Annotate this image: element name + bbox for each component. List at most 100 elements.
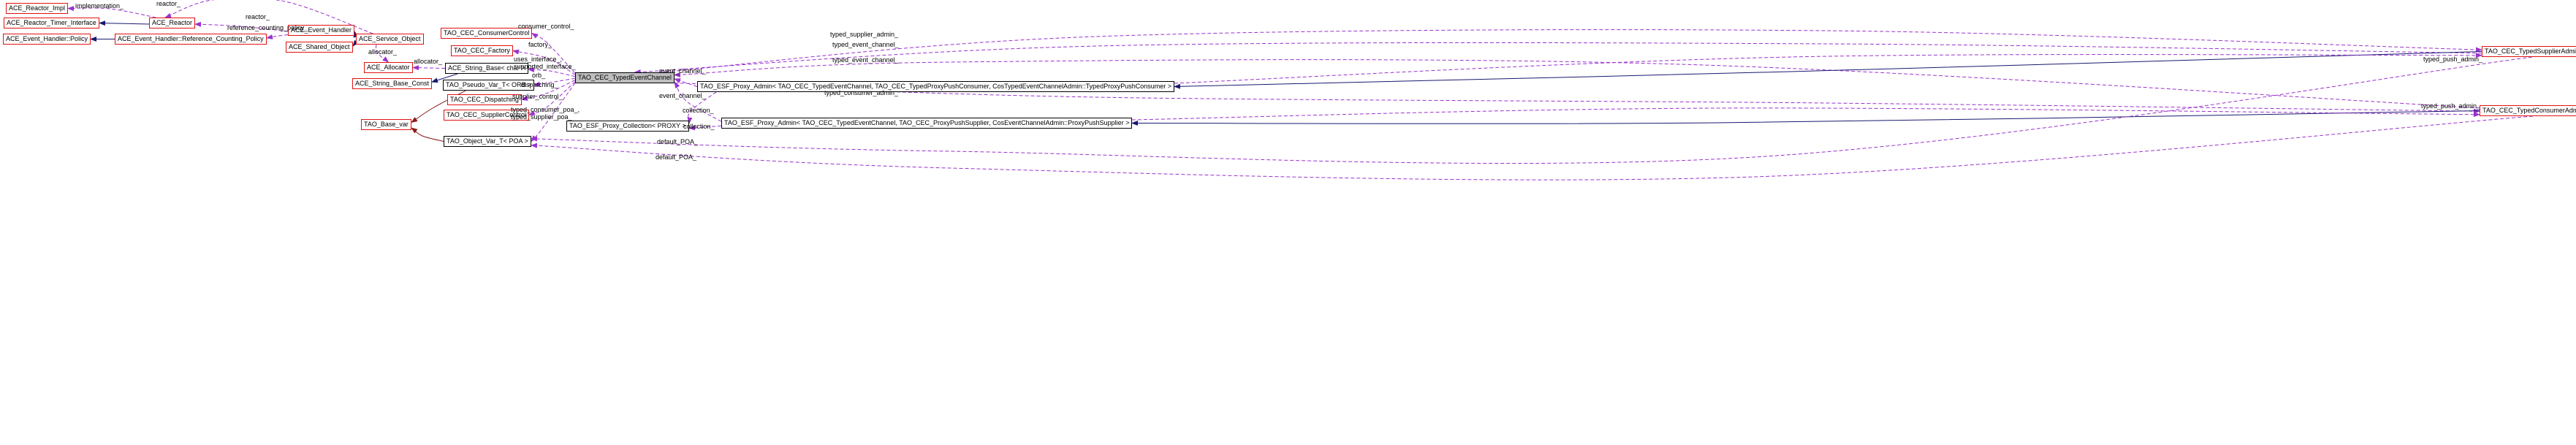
edge-label-line: allocator_ bbox=[368, 48, 398, 56]
node-ace_shared_object[interactable]: ACE_Shared_Object bbox=[286, 42, 353, 53]
edge-label-line: factory_ bbox=[528, 41, 552, 48]
node-tao_cec_factory[interactable]: TAO_CEC_Factory bbox=[451, 45, 513, 56]
node-typed_supplier_admin[interactable]: TAO_CEC_TypedSupplierAdmin bbox=[2482, 46, 2576, 57]
edge-label-typed-consumer-poa: typed_consumer_poa_,typed_supplier_poa_ bbox=[511, 106, 580, 121]
edge-label-allocator: allocator_ bbox=[414, 58, 442, 65]
node-esf_collection[interactable]: TAO_ESF_Proxy_Collection< PROXY > bbox=[566, 121, 689, 132]
edge-reactor bbox=[194, 21, 289, 32]
edge-label-line: uses_interface_, bbox=[514, 56, 563, 63]
edge-label-line: implementation_ bbox=[75, 2, 124, 9]
node-ec[interactable]: TAO_CEC_TypedEventChannel bbox=[575, 72, 675, 83]
edge-supplier-control bbox=[528, 81, 576, 115]
edge-typed-push-admin bbox=[1174, 53, 2482, 84]
node-tao_cec_supplier_control[interactable]: TAO_CEC_SupplierControl bbox=[444, 110, 529, 121]
edge-inheritance-7 bbox=[352, 39, 359, 47]
edge-dispatching bbox=[521, 80, 576, 101]
edge-label-line: consumer_control_ bbox=[518, 23, 574, 30]
edge-typed-supplier-admin bbox=[659, 29, 2482, 73]
edge-label-orb: orb_ bbox=[532, 72, 545, 79]
node-typed_consumer_admin[interactable]: TAO_CEC_TypedConsumerAdmin bbox=[2480, 105, 2576, 116]
edge-allocator bbox=[375, 44, 390, 63]
edge-factory bbox=[512, 49, 576, 75]
node-ace_service_object[interactable]: ACE_Service_Object bbox=[356, 34, 424, 45]
edge-label-collection: collection_ bbox=[683, 107, 714, 114]
edge-label-line: collection_ bbox=[683, 123, 715, 130]
edge-label-line: reference_counting_policy_ bbox=[227, 24, 308, 31]
edge-label-implementation: implementation_ bbox=[75, 2, 124, 9]
edge-label-line: typed_consumer_poa_, bbox=[511, 106, 580, 113]
edge-consumer-control bbox=[531, 32, 576, 74]
edge-inheritance-12 bbox=[411, 127, 444, 142]
edge-reactor bbox=[164, 0, 373, 34]
edge-orb bbox=[533, 77, 576, 87]
edge-label-line: typed_supplier_admin_ bbox=[830, 31, 899, 38]
edge-label-dispatching: dispatching_ bbox=[521, 81, 558, 88]
edge-label-line: orb_ bbox=[532, 72, 546, 79]
edge-label-line: allocator_ bbox=[414, 58, 443, 65]
edge-label-line: typed_consumer_admin_ bbox=[824, 89, 899, 96]
edge-label-uses-interface: uses_interface_,supported_interface_ bbox=[514, 56, 576, 70]
edge-label-line: typed_event_channel_ bbox=[832, 41, 899, 48]
edge-label-allocator: allocator_ bbox=[368, 48, 397, 56]
edge-event-channel bbox=[674, 78, 698, 87]
node-tao_object_var_poa[interactable]: TAO_Object_Var_T< POA > bbox=[444, 136, 531, 147]
edge-label-line: reactor_ bbox=[156, 0, 181, 7]
edge-label-line: supported_interface_ bbox=[514, 63, 576, 70]
edge-inheritance-28 bbox=[1174, 51, 2482, 89]
node-esf_admin_consumer[interactable]: TAO_ESF_Proxy_Admin< TAO_CEC_TypedEventC… bbox=[697, 81, 1174, 92]
node-tao_base_var[interactable]: TAO_Base_var bbox=[361, 119, 411, 130]
edge-label-line: reactor_ bbox=[246, 13, 270, 20]
edge-allocator bbox=[412, 65, 446, 71]
edge-default-POA bbox=[531, 56, 2533, 164]
edge-label-event-channel: event_channel_ bbox=[659, 67, 706, 75]
node-tao_pseudo_var_orb[interactable]: TAO_Pseudo_Var_T< ORB > bbox=[443, 80, 535, 91]
node-esf_admin_supplier[interactable]: TAO_ESF_Proxy_Admin< TAO_CEC_TypedEventC… bbox=[721, 118, 1133, 129]
edge-label-default-POA: default_POA_ bbox=[657, 138, 698, 145]
edge-label-reactor: reactor_ bbox=[156, 0, 181, 7]
node-ace_reactor_impl[interactable]: ACE_Reactor_Impl bbox=[6, 3, 69, 14]
node-ace_event_handler[interactable]: ACE_Event_Handler bbox=[288, 25, 355, 36]
edge-typed-event-channel bbox=[674, 59, 2480, 109]
edge-reference-counting-policy bbox=[266, 34, 289, 39]
edge-label-line: event_channel_ bbox=[659, 92, 706, 99]
node-ace_string_base_const[interactable]: ACE_String_Base_Const bbox=[352, 78, 433, 89]
node-tao_cec_dispatching[interactable]: TAO_CEC_Dispatching bbox=[447, 94, 522, 105]
edge-label-line: supplier_control_ bbox=[512, 93, 563, 100]
edge-label-line: default_POA_ bbox=[657, 138, 699, 145]
node-ace_event_handler_policy[interactable]: ACE_Event_Handler::Policy bbox=[3, 34, 91, 45]
edge-label-line: collection_ bbox=[683, 107, 714, 114]
node-ace_eh_rcp[interactable]: ACE_Event_Handler::Reference_Counting_Po… bbox=[115, 34, 267, 45]
edge-label-line: default_POA_ bbox=[656, 153, 697, 161]
edge-label-collection: collection_ bbox=[683, 123, 715, 130]
edge-label-consumer-control: consumer_control_ bbox=[518, 23, 574, 30]
edge-label-typed-push-admin: typed_push_admin_ bbox=[2423, 56, 2482, 63]
edge-inheritance-29 bbox=[1131, 110, 2480, 126]
edge-label-reference-counting-policy: reference_counting_policy_ bbox=[227, 24, 308, 31]
edge-label-line: typed_push_admin_ bbox=[2421, 102, 2481, 110]
node-ace_allocator[interactable]: ACE_Allocator bbox=[364, 62, 413, 73]
edge-implementation bbox=[67, 6, 156, 18]
edge-collection bbox=[688, 125, 722, 131]
edge-label-line: typed_push_admin_ bbox=[2423, 56, 2483, 63]
edge-label-reactor: reactor_ bbox=[246, 13, 270, 20]
node-tao_cec_consumer_control[interactable]: TAO_CEC_ConsumerControl bbox=[441, 28, 533, 39]
edge-label-line: event_channel_ bbox=[659, 67, 706, 75]
node-ace_reactor[interactable]: ACE_Reactor bbox=[149, 18, 196, 28]
edge-label-typed-event-channel: typed_event_channel_ bbox=[832, 41, 899, 48]
edge-label-line: dispatching_ bbox=[521, 81, 558, 88]
node-ace_string_base_char[interactable]: ACE_String_Base< char > bbox=[445, 63, 528, 74]
edge-label-factory: factory_ bbox=[528, 41, 552, 48]
edge-typed-event-channel bbox=[634, 42, 2482, 75]
edge-label-default-POA: default_POA_ bbox=[656, 153, 696, 161]
edge-label-typed-consumer-admin: typed_consumer_admin_ bbox=[824, 89, 898, 96]
edge-label-line: typed_event_channel_ bbox=[832, 56, 899, 64]
node-ace_reactor_timer_interface[interactable]: ACE_Reactor_Timer_Interface bbox=[4, 18, 99, 28]
edge-label-event-channel: event_channel_ bbox=[659, 92, 706, 99]
edge-label-typed-event-channel: typed_event_channel_ bbox=[832, 56, 899, 64]
edge-default-POA bbox=[531, 115, 2534, 180]
edge-uses-interface bbox=[528, 67, 576, 77]
edge-label-line: typed_supplier_poa_ bbox=[511, 113, 572, 121]
edge-label-typed-supplier-admin: typed_supplier_admin_ bbox=[830, 31, 898, 38]
